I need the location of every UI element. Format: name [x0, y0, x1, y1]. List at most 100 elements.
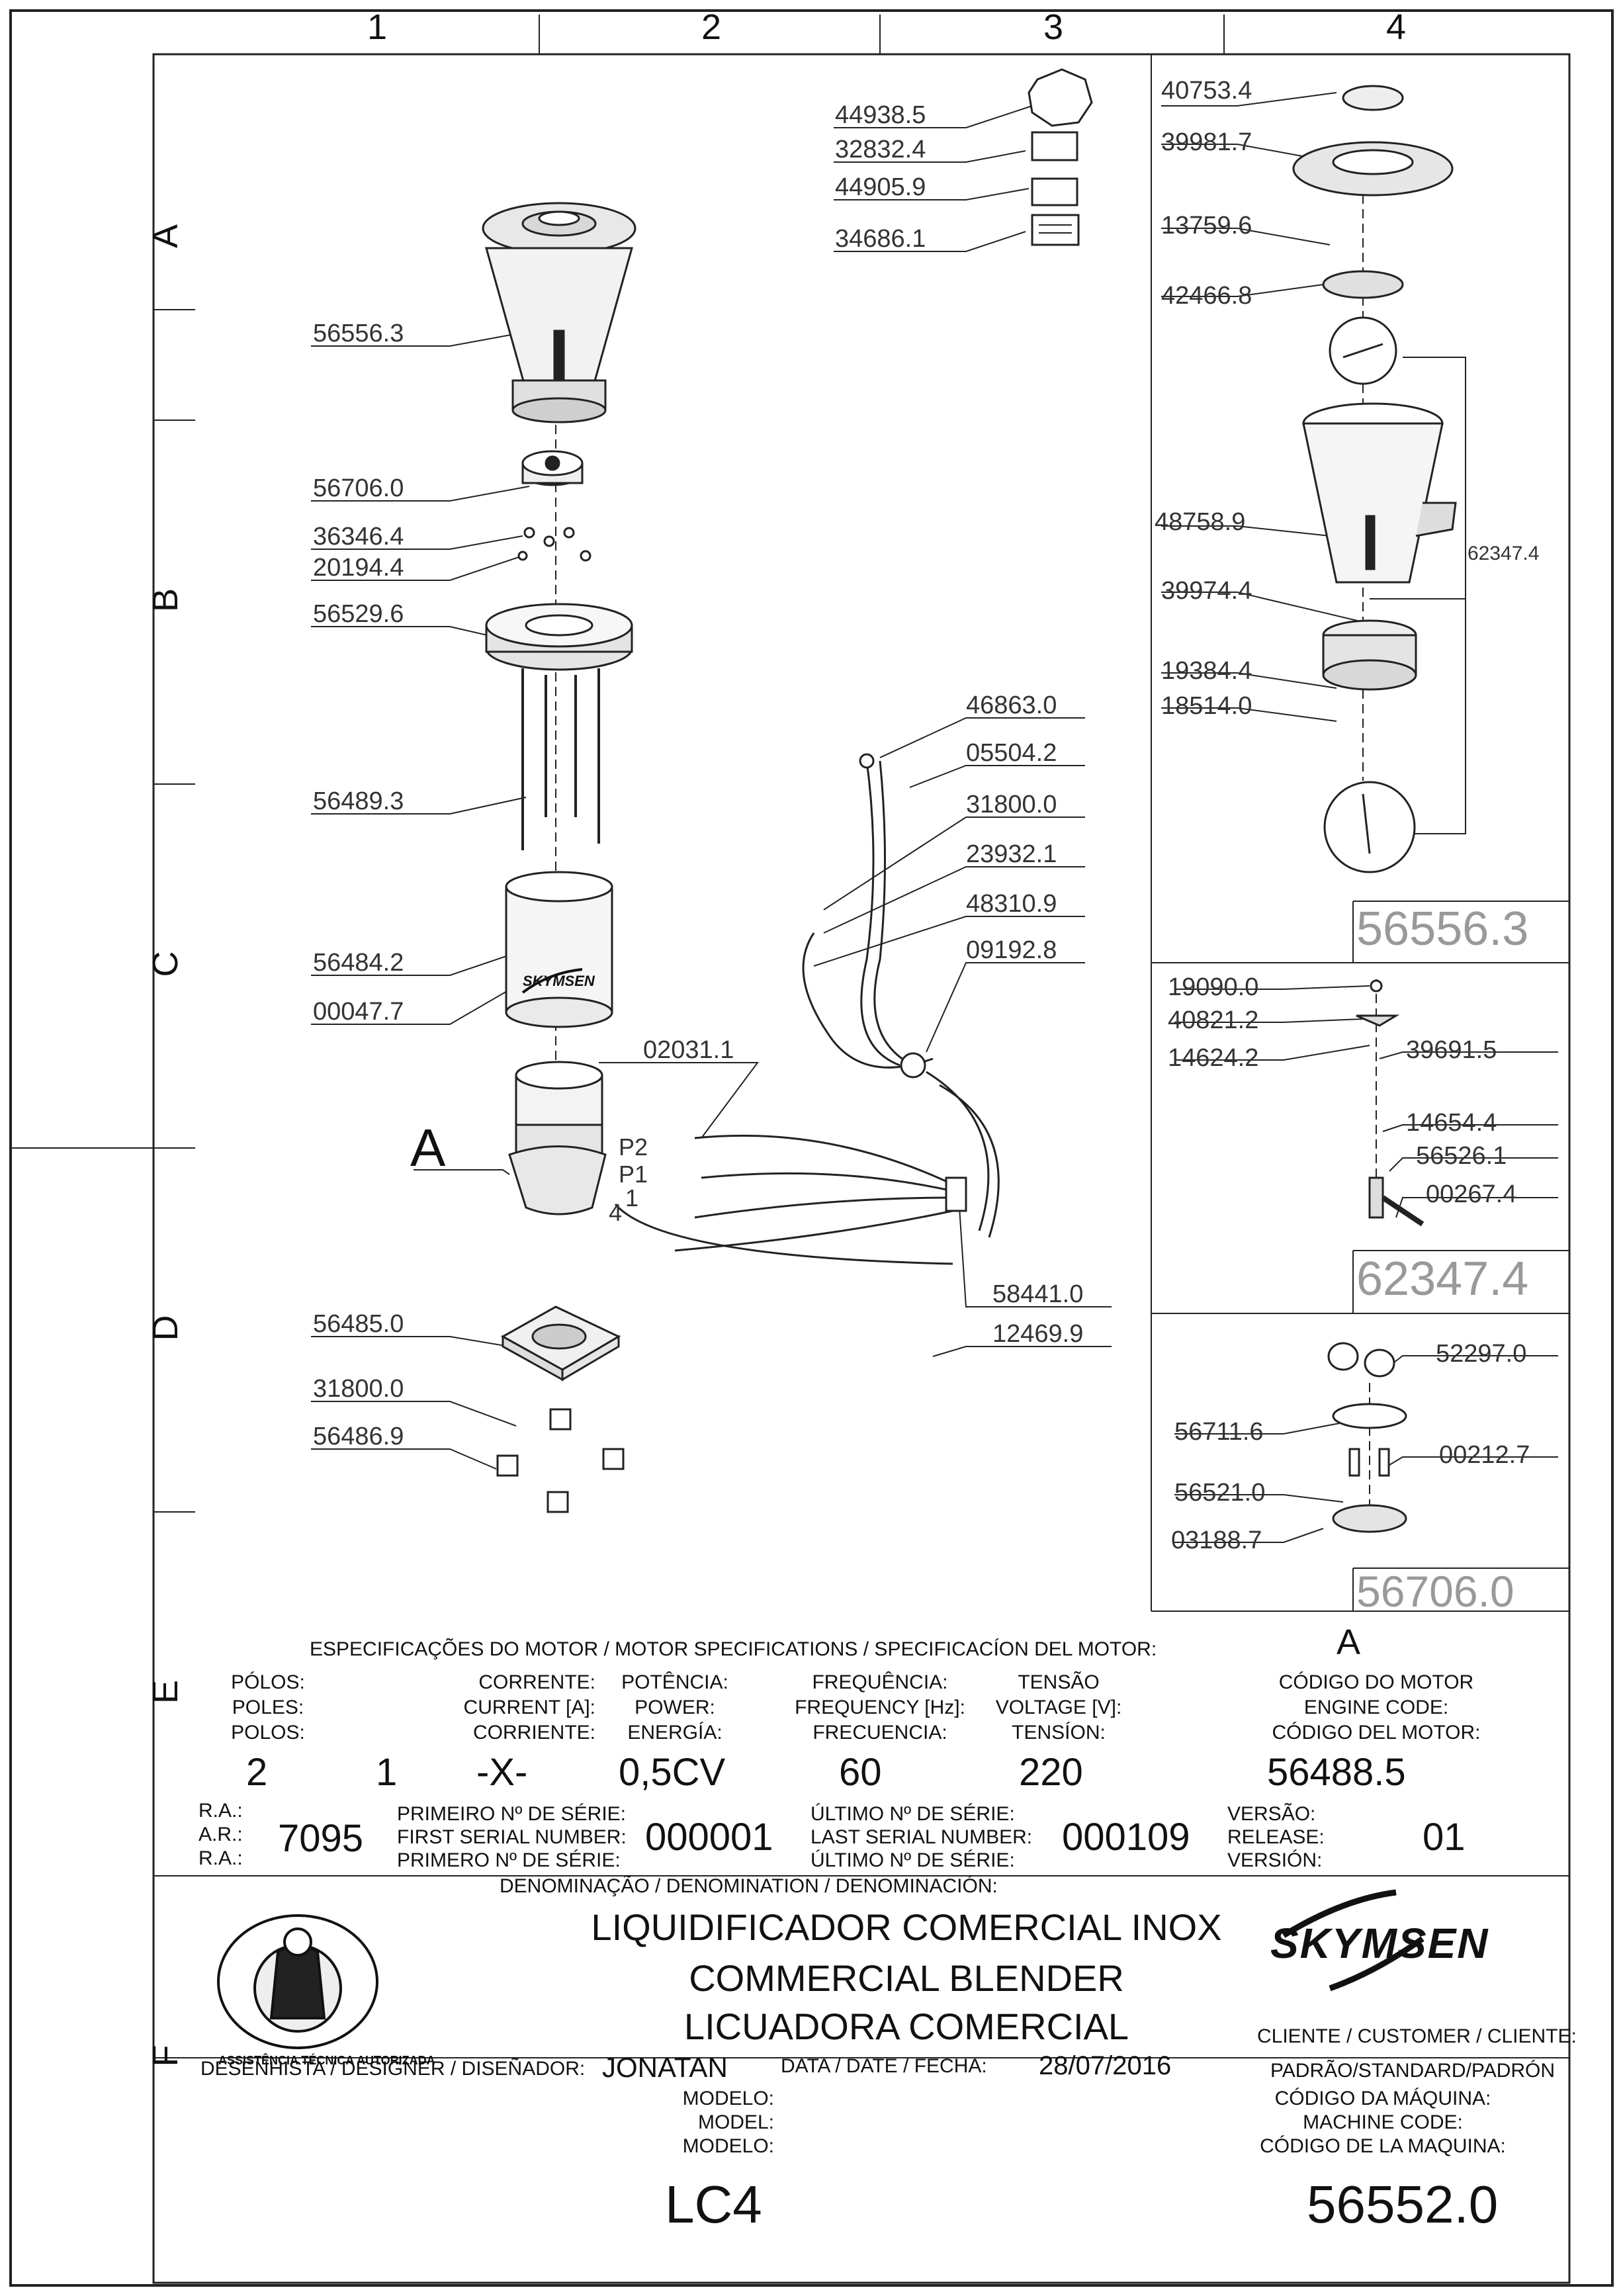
denomination-line: LICUADORA COMERCIAL: [683, 2006, 1129, 2047]
power-label: POTÊNCIA:: [621, 1671, 728, 1693]
row-header-f: F: [146, 2045, 185, 2067]
model-label: MODELO:: [682, 2088, 774, 2109]
part-label: 44905.9: [835, 173, 926, 201]
part-label: 56485.0: [313, 1310, 404, 1338]
model-label: MODEL:: [697, 2111, 774, 2133]
feet-drawing: [496, 1408, 625, 1513]
terminal-label: 4: [609, 1199, 623, 1226]
row-header-e: E: [146, 1679, 185, 1704]
date-label: DATA / DATE / FECHA:: [781, 2055, 987, 2077]
part-label: 34686.1: [835, 225, 926, 253]
shaft-detail-drawing: [1323, 781, 1416, 873]
base-top-drawing: [485, 603, 633, 671]
ra-label: A.R.:: [198, 1824, 243, 1845]
wiring-harness-drawing: [614, 753, 1000, 1265]
poles-label: POLOS:: [231, 1722, 305, 1744]
frequency-label: FREQUÊNCIA:: [812, 1671, 948, 1693]
ra-label: R.A.:: [198, 1800, 243, 1822]
part-label: 31800.0: [313, 1375, 404, 1403]
customer-value: PADRÃO/STANDARD/PADRÓN: [1270, 2060, 1556, 2082]
voltage-label: VOLTAGE [V]:: [995, 1697, 1122, 1718]
last-serial-label: ÚLTIMO Nº DE SÉRIE:: [811, 1803, 1015, 1825]
current-label: CURRENT [A]:: [463, 1697, 595, 1718]
voltage-label: TENSÃO: [1018, 1671, 1100, 1693]
part-label: 39974.4: [1161, 577, 1252, 605]
coupling-drawing: [521, 450, 584, 486]
ra-value: 7095: [278, 1817, 364, 1860]
poles-value: 2: [246, 1751, 268, 1794]
part-label: 31800.0: [966, 791, 1057, 818]
last-serial-label: ÚLTIMO Nº DE SÉRIE:: [811, 1849, 1015, 1871]
denomination-line: COMMERCIAL BLENDER: [689, 1957, 1124, 1999]
part-label: 19384.4: [1161, 657, 1252, 685]
part-label: 56526.1: [1416, 1142, 1507, 1170]
blade-shaft-drawing: [1356, 979, 1425, 1227]
part-label: 56521.0: [1174, 1479, 1266, 1507]
rods-drawing: [521, 668, 600, 850]
voltage-label: TENSÍON:: [1012, 1722, 1106, 1744]
customer-label: CLIENTE / CUSTOMER / CLIENTE:: [1257, 2025, 1577, 2047]
machine-code-value: 56552.0: [1307, 2175, 1499, 2234]
part-label: 03188.7: [1171, 1526, 1262, 1554]
poles-label: PÓLOS:: [231, 1671, 305, 1693]
frequency-label: FREQUENCY [Hz]:: [795, 1697, 965, 1718]
part-label: 52297.0: [1436, 1340, 1527, 1368]
power-value: 0,5CV: [619, 1751, 726, 1794]
machine-code-label: CÓDIGO DA MÁQUINA:: [1274, 2088, 1491, 2109]
denomination-line: LIQUIDIFICADOR COMERCIAL INOX: [591, 1906, 1222, 1948]
denomination-label: DENOMINAÇÃO / DENOMINATION / DENOMINACIÓ…: [500, 1875, 998, 1897]
part-label: 42466.8: [1161, 282, 1252, 310]
cup-drawing: [1302, 402, 1457, 584]
coupling-detail-drawing: [1327, 1342, 1407, 1533]
part-label: 00267.4: [1426, 1180, 1517, 1208]
terminal-label: 1: [625, 1184, 639, 1212]
detail-box-title: 62347.4: [1356, 1253, 1529, 1305]
designer-name: JONATAN: [602, 2052, 728, 2083]
part-label: 56486.9: [313, 1423, 404, 1450]
skymsen-logo-swoosh: [1282, 1889, 1425, 1992]
assistance-badge: [217, 1914, 378, 2049]
terminal-label: P2: [619, 1133, 648, 1161]
housing-logo-swoosh: [521, 968, 583, 994]
blade-drawing: [1322, 270, 1404, 385]
part-label: 40753.4: [1161, 77, 1252, 105]
engine-code-label: CÓDIGO DO MOTOR: [1278, 1671, 1474, 1693]
part-label: 14654.4: [1406, 1109, 1497, 1137]
ra-label: R.A.:: [198, 1847, 243, 1869]
current-value-2: -X-: [476, 1751, 528, 1794]
part-label: 56484.2: [313, 949, 404, 977]
last-serial-value: 000109: [1062, 1816, 1190, 1859]
part-label: 46863.0: [966, 691, 1057, 719]
part-label: 09192.8: [966, 936, 1057, 964]
part-label: 32832.4: [835, 136, 926, 163]
row-header-d: D: [146, 1315, 185, 1341]
part-label: 18514.0: [1161, 692, 1252, 720]
row-header-a: A: [146, 224, 185, 249]
housing-logo-text: SKYMSEN: [523, 973, 595, 989]
engine-code-value: 56488.5: [1267, 1751, 1406, 1794]
frequency-value: 60: [839, 1751, 882, 1794]
brand-logo: SKYMSEN: [1270, 1920, 1489, 1967]
power-label: ENERGÍA:: [627, 1722, 723, 1744]
current-label: CORRIENTE:: [472, 1722, 595, 1744]
detail-box-title: 56706.0: [1356, 1567, 1514, 1616]
release-label: VERSÃO:: [1227, 1803, 1316, 1825]
first-serial-label: PRIMEIRO Nº DE SÉRIE:: [397, 1803, 627, 1825]
date-value: 28/07/2016: [1039, 2051, 1172, 2080]
first-serial-label: PRIMERO Nº DE SÉRIE:: [397, 1849, 621, 1871]
detail-box-title: 56556.3: [1356, 903, 1529, 955]
part-label: 44938.5: [835, 101, 926, 129]
part-label: 56556.3: [313, 320, 404, 347]
part-label: 56706.0: [313, 474, 404, 502]
row-header-c: C: [146, 951, 185, 977]
power-label: POWER:: [635, 1697, 715, 1718]
poles-label: POLES:: [232, 1697, 304, 1718]
part-label: 56529.6: [313, 600, 404, 628]
model-value: LC4: [665, 2175, 762, 2234]
first-serial-value: 000001: [645, 1816, 773, 1859]
machine-code-label: MACHINE CODE:: [1303, 2111, 1463, 2133]
part-label: 20194.4: [313, 554, 404, 582]
part-label: 36346.4: [313, 523, 404, 551]
part-label: 14624.2: [1168, 1044, 1259, 1072]
